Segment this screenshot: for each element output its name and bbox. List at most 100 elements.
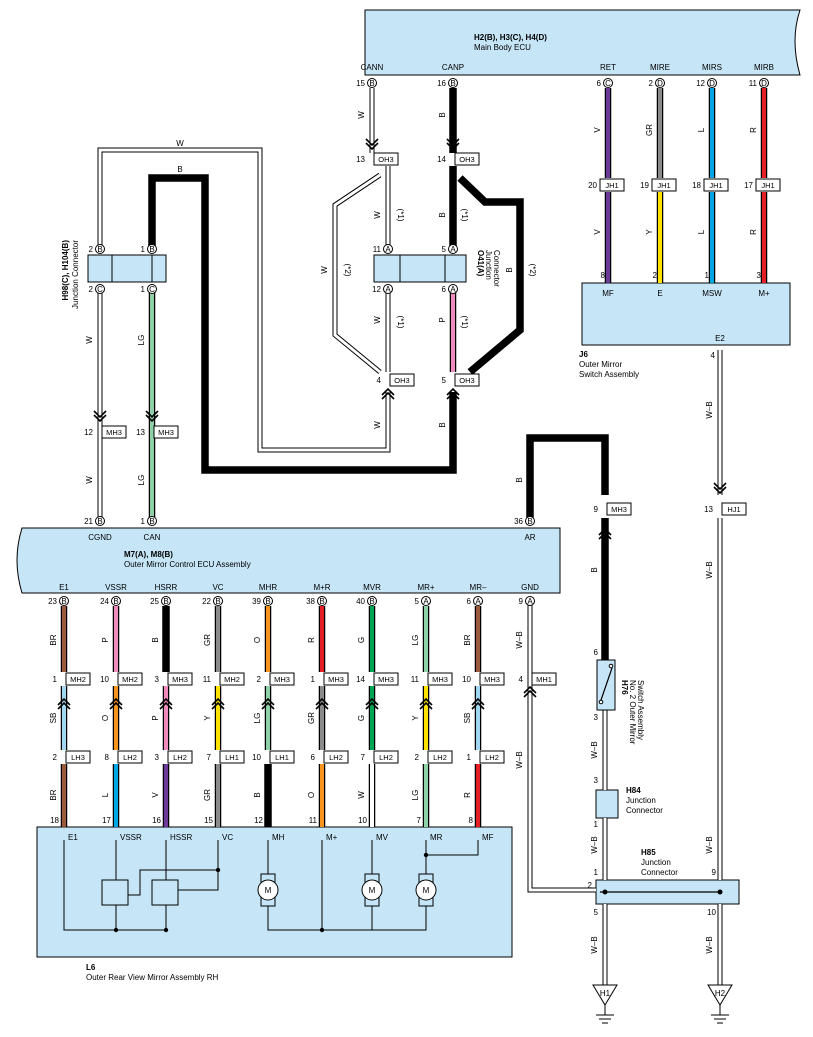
mirror-ecu-pin-num-1: 24 <box>100 597 109 606</box>
harness-conn1-num-2: 3 <box>155 675 160 684</box>
l6-motor-2 <box>415 879 437 901</box>
harness-conn1-0-box <box>65 672 91 686</box>
l6-pin-label-2: HSSR <box>170 833 192 842</box>
o41-w-bypass <box>333 173 381 374</box>
ground-triangle-0 <box>592 984 618 1006</box>
harness-conn2-4-box <box>269 750 295 764</box>
mh3-left-1-box <box>153 425 179 439</box>
main-ecu-pin-label-3: MIRE <box>650 63 670 72</box>
harness-c-label-8: R <box>463 792 472 798</box>
harness-conn2-num-2: 3 <box>155 753 160 762</box>
note-1a: (*1) <box>396 209 405 222</box>
h76-switch-blade <box>600 667 613 701</box>
h84-h85-label: W–B <box>590 836 599 853</box>
o41-bot-num-1: 6 <box>442 285 447 294</box>
l6-pin-num-3: 15 <box>204 816 213 825</box>
mirror-ecu-top-num-1: 1 <box>141 517 146 526</box>
h85-pin-9: 9 <box>712 868 717 877</box>
h76-contact-2 <box>608 663 614 669</box>
o41-id: O41(A) <box>476 250 485 277</box>
j6-pin-num-2: 1 <box>705 271 710 280</box>
harness-conn2-num-0: 2 <box>53 753 58 762</box>
harness-chevron-7 <box>419 697 433 710</box>
harness-chevron-6 <box>365 697 379 710</box>
l6-pin-label-0: E1 <box>68 833 78 842</box>
h85-id: H85 <box>641 848 656 857</box>
mirror-ecu-pin-letter-6-circle <box>367 596 377 606</box>
harness-chevron-3 <box>211 697 225 710</box>
mirror-ecu-pin-num-0: 23 <box>48 597 57 606</box>
harness-conn1-4-box <box>269 672 295 686</box>
o41-name-2: Connector <box>492 250 501 287</box>
ar-mh3-num: 9 <box>594 505 599 514</box>
oh3-top-0-box <box>373 152 399 166</box>
oh3-lower-num-0: 4 <box>377 376 382 385</box>
w-loop-outline <box>97 147 391 453</box>
o41-bot-letter-1: A <box>450 285 456 294</box>
mirror-ecu-pin-letter-5-circle <box>317 596 327 606</box>
oh3-top-num-0: 13 <box>356 155 365 164</box>
harness-a-label-6: G <box>357 637 366 643</box>
ar-mh3-box <box>606 502 632 516</box>
e2-label-1: W–B <box>705 401 714 418</box>
j6-pin-num-3: 3 <box>757 271 762 280</box>
l6-node-1 <box>163 927 169 933</box>
jh1-5: JH1 <box>761 181 774 190</box>
mirror-ecu-top-letter-1-circle <box>147 516 157 526</box>
o41-bot-letter-0-circle <box>383 284 393 294</box>
harness-conn1-num-1: 10 <box>100 675 109 684</box>
l6-pin-num-5: 11 <box>309 816 318 825</box>
main-ecu-num-0: 15 <box>356 79 365 88</box>
harness-conn1-8: MH3 <box>484 675 500 684</box>
oh3-4-chevron <box>381 387 395 400</box>
mirror-ecu-pin-num-2: 25 <box>150 597 159 606</box>
jh1-num-5: 17 <box>744 181 753 190</box>
l6-pin-num-7: 7 <box>417 816 422 825</box>
mirror-ecu-pin-letter-6: B <box>369 597 374 606</box>
ar-b-label: B <box>515 477 524 482</box>
mh3-13-chevron <box>145 410 159 423</box>
harness-conn2-num-4: 10 <box>252 753 261 762</box>
main-body-ecu: H2(B), H3(C), H4(D) Main Body ECU <box>364 9 801 76</box>
harness-a-label-7: LG <box>411 635 420 646</box>
h84-id: H84 <box>626 786 641 795</box>
main-ecu-letter-1-circle <box>448 78 458 88</box>
h76-pin-top: 6 <box>594 648 599 657</box>
b-loop-label: B <box>177 165 182 174</box>
gnd-pin-num: 9 <box>519 597 524 606</box>
main-ecu-pin-label-1: CANP <box>442 63 464 72</box>
jh1-2-box <box>599 178 625 192</box>
h98-top-letter-0: B <box>97 245 102 254</box>
l6-internal-line-4 <box>178 870 219 891</box>
main-ecu-letter-3: D <box>657 79 663 88</box>
oh3-top-1: OH3 <box>459 155 474 164</box>
harness-a-label-3: GR <box>203 634 212 646</box>
main-ecu-letter-0: B <box>369 79 374 88</box>
l6-sensor-2 <box>151 879 179 906</box>
oh3-lower-1: OH3 <box>459 376 474 385</box>
harness-b-label-6: G <box>357 715 366 721</box>
harness-b-label-0: SB <box>49 713 58 724</box>
harness-conn2-8-box <box>479 750 505 764</box>
l6-node-2 <box>319 927 325 933</box>
main-ecu-letter-4-circle <box>707 78 717 88</box>
harness-c-label-7: LG <box>411 790 420 801</box>
gnd-h1-label: W–B <box>590 936 599 953</box>
j6-wire-label-3: R <box>749 229 758 235</box>
o41-top-letter-1-circle <box>448 244 458 254</box>
l6-internal-line-11 <box>322 905 427 931</box>
jh1-num-4: 18 <box>692 181 701 190</box>
mirror-ecu-pin-letter-4: B <box>265 597 270 606</box>
h98-name: Junction Connector <box>71 240 80 309</box>
mirror-ecu-pin-num-6: 40 <box>356 597 365 606</box>
main-ecu-letter-5: D <box>761 79 767 88</box>
cann-chevron <box>365 138 379 151</box>
oh3-lower-1-box <box>454 373 480 387</box>
h76-name-1: No. 2 Outer Mirror <box>628 680 637 745</box>
harness-conn2-1: LH2 <box>123 753 137 762</box>
harness-conn1-6-box <box>373 672 399 686</box>
harness-b-label-2: P <box>151 715 160 720</box>
harness-conn1-num-7: 11 <box>411 675 420 684</box>
wires-layer <box>60 88 768 985</box>
